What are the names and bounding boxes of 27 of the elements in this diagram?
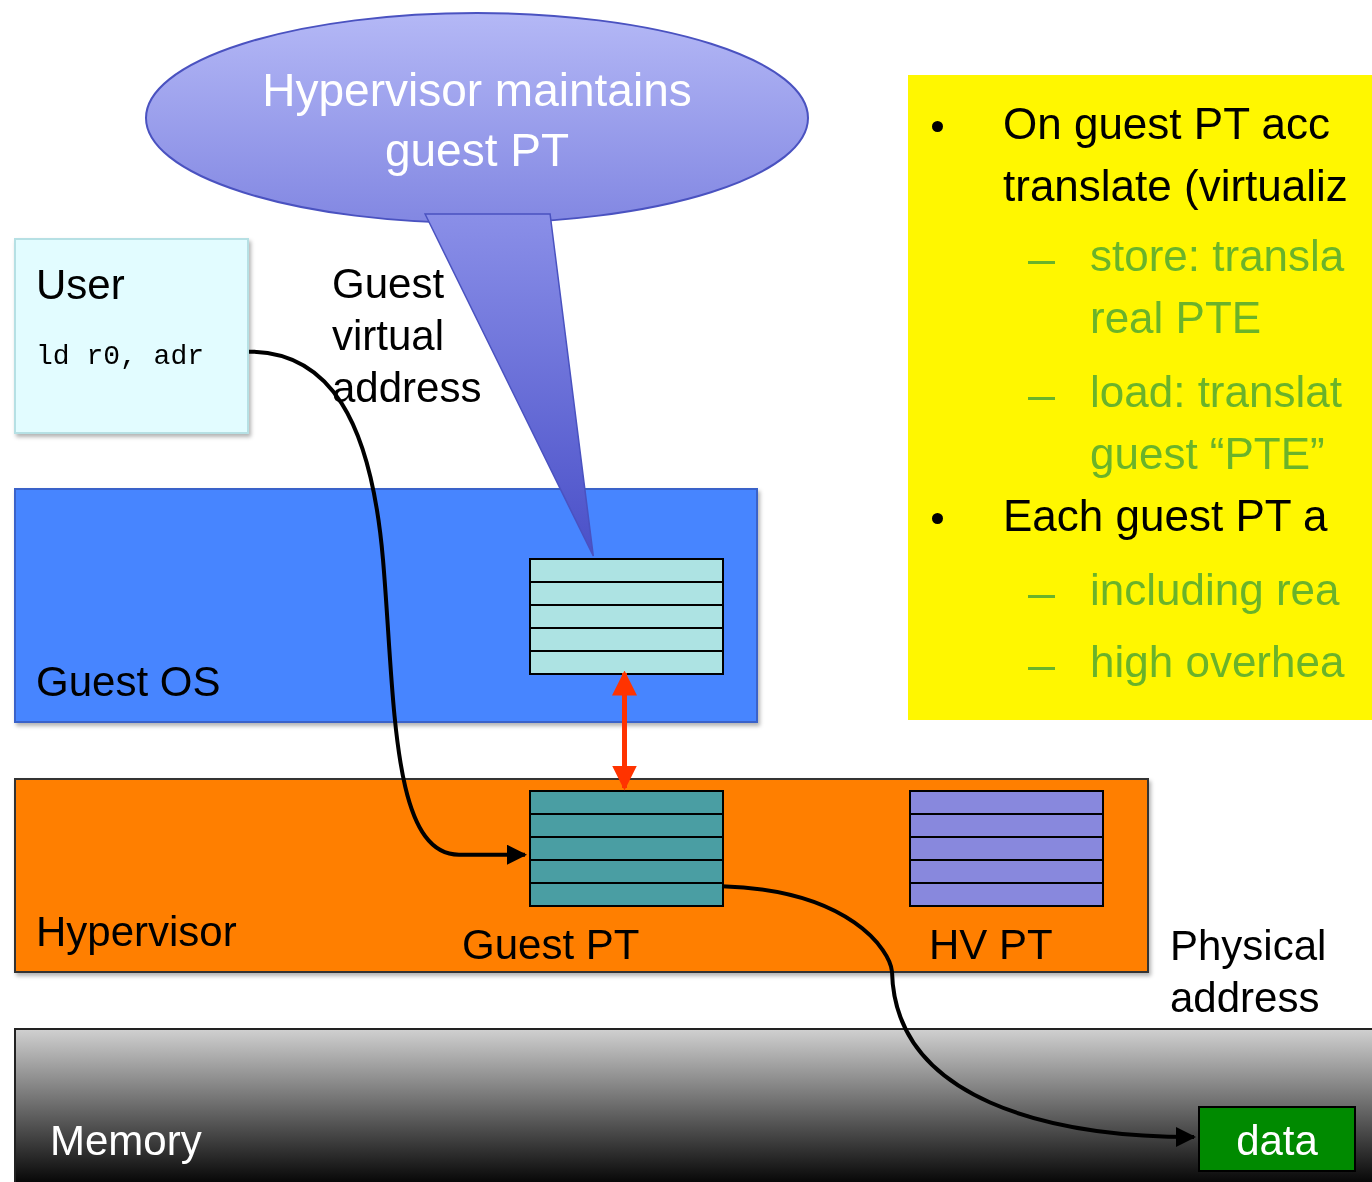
callout-pointer [423, 213, 595, 557]
band-title: Memory [50, 1116, 202, 1166]
sub-bullet-text: including rea [1090, 564, 1341, 616]
code-text: ld r0, adr [36, 340, 205, 374]
arrow [721, 884, 1196, 1147]
data-box [1198, 1106, 1356, 1172]
layer-title: Guest OS [36, 656, 221, 707]
box-title: User [36, 260, 125, 310]
page-table [529, 558, 724, 675]
bullet-text: Each guest PT a [1003, 490, 1329, 542]
bullet-text: On guest PT acc translate (virtualiz [1003, 98, 1349, 212]
sub-bullet-text: high overhea [1090, 636, 1346, 688]
note-box [908, 75, 1372, 720]
sub-bullet-text: load: translat guest “PTE” [1090, 366, 1343, 480]
annotation-text: Physical address [1170, 921, 1328, 1023]
layer-box [14, 778, 1149, 973]
layer-box [14, 488, 758, 723]
bubble-text: Hypervisor maintains guest PT [261, 63, 693, 178]
user-box [14, 238, 249, 434]
table-label: HV PT [929, 920, 1053, 970]
table-label: Guest PT [462, 920, 640, 970]
box-title: data [1235, 1116, 1319, 1166]
arrow [612, 670, 637, 791]
annotation-text: Guest virtual address [332, 259, 483, 413]
layer-title: Hypervisor [36, 906, 237, 957]
memory-band [14, 1028, 1372, 1182]
arrow [248, 349, 527, 865]
